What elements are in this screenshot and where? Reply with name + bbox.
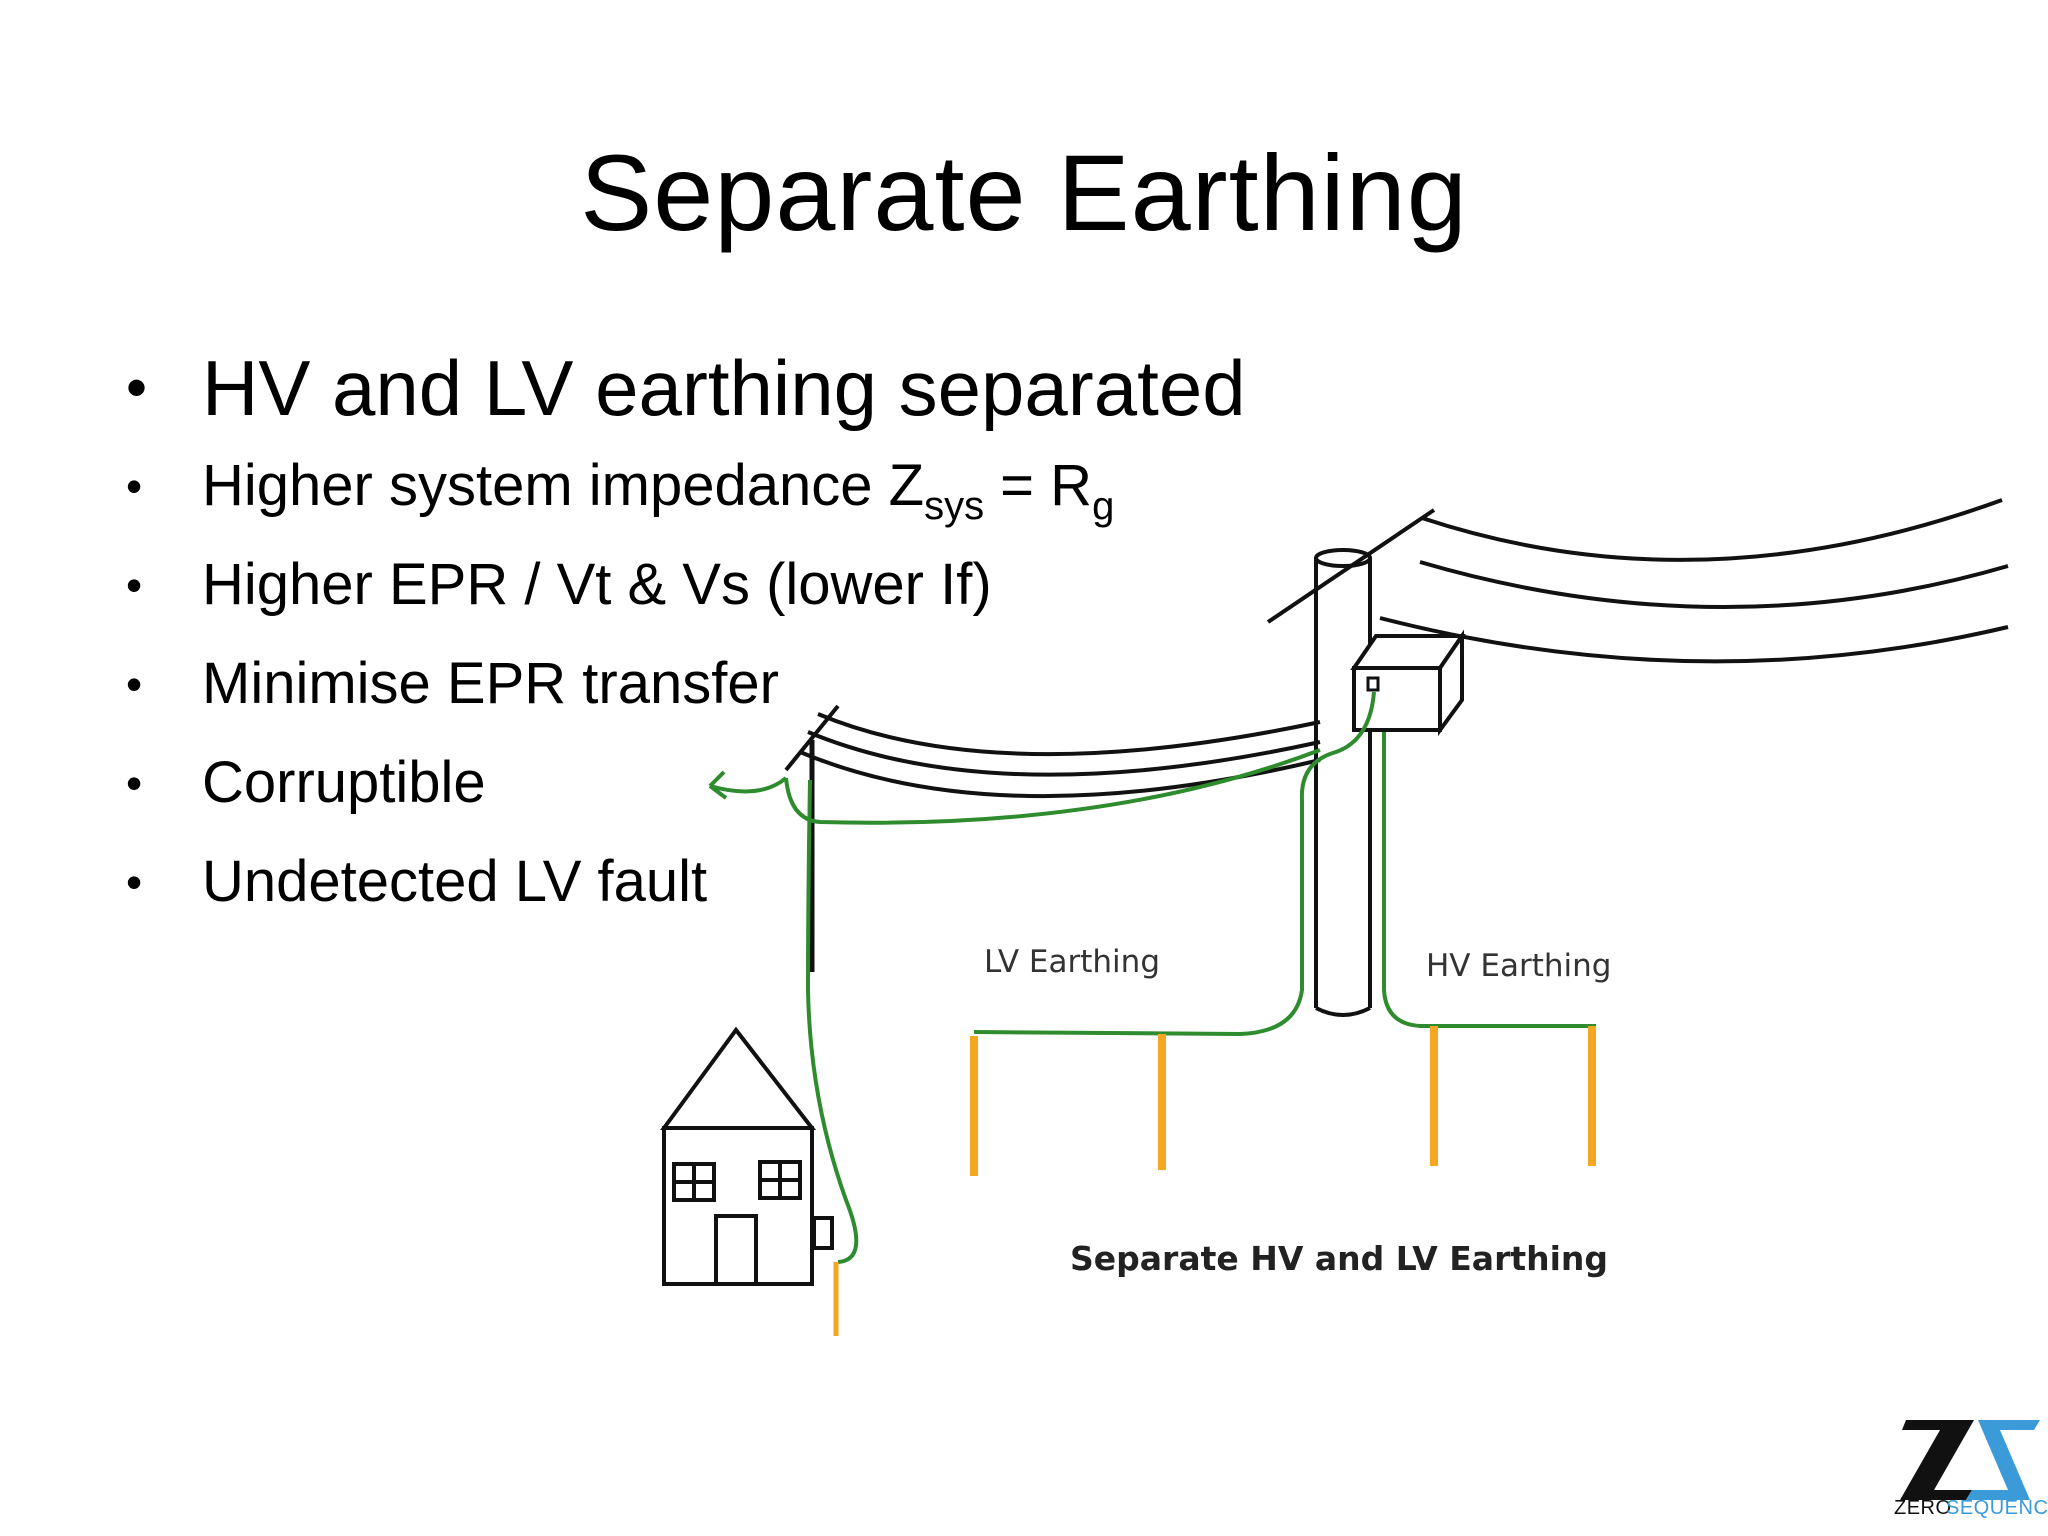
bullet-dot: • <box>126 559 143 611</box>
earth-conductors <box>708 691 1596 1264</box>
bullet-dot: • <box>126 856 143 908</box>
logo-text-zero: ZERO <box>1894 1497 1952 1519</box>
slide-title: Separate Earthing <box>580 132 1468 253</box>
lv-earthing-label: LV Earthing <box>984 944 1160 980</box>
logo-s-mark <box>1966 1420 2040 1500</box>
bullet-text: Minimise EPR transfer <box>202 651 779 716</box>
bullet-text: Undetected LV fault <box>202 849 708 914</box>
bullet-text: HV and LV earthing separated <box>202 344 1246 432</box>
bullet-item: • Higher EPR / Vt & Vs (lower If) <box>120 549 1246 648</box>
bullet-text: Higher system impedance Z <box>202 453 925 518</box>
lv-overhead-lines <box>799 712 1321 799</box>
bullet-dot: • <box>126 658 143 710</box>
bullet-item: • Higher system impedance Zsys = Rg <box>120 450 1246 549</box>
hv-pole <box>1314 548 1372 1017</box>
bullet-dot: • <box>126 354 148 421</box>
lv-earth-electrodes <box>970 1034 1166 1176</box>
bullet-item: • Minimise EPR transfer <box>120 648 1246 747</box>
logo-z-mark <box>1900 1420 1974 1500</box>
hv-overhead-lines <box>1379 498 2009 664</box>
bullet-item: • HV and LV earthing separated <box>120 340 1246 450</box>
subscript-sys: sys <box>924 484 985 528</box>
bullet-dot: • <box>126 757 143 809</box>
lv-crossarm <box>784 704 840 772</box>
transformer <box>1350 629 1466 737</box>
subscript-g: g <box>1092 484 1115 528</box>
bullet-list: • HV and LV earthing separated • Higher … <box>120 340 1246 945</box>
zerosequence-logo: ZERO SEQUENCE <box>1894 1420 2048 1519</box>
bullet-item: • Corruptible <box>120 747 1246 846</box>
bullet-text-equals: = R <box>984 453 1093 518</box>
hv-earth-electrodes <box>1430 1026 1596 1166</box>
bullet-text: Higher EPR / Vt & Vs (lower If) <box>202 552 992 617</box>
logo-text-sequence: SEQUENCE <box>1946 1497 2048 1519</box>
hv-earthing-label: HV Earthing <box>1426 948 1611 984</box>
bullet-dot: • <box>126 460 143 512</box>
house <box>660 1026 834 1286</box>
bullet-text: Corruptible <box>202 750 486 815</box>
bullet-item: • Undetected LV fault <box>120 846 1246 945</box>
diagram-caption: Separate HV and LV Earthing <box>1070 1239 1608 1278</box>
